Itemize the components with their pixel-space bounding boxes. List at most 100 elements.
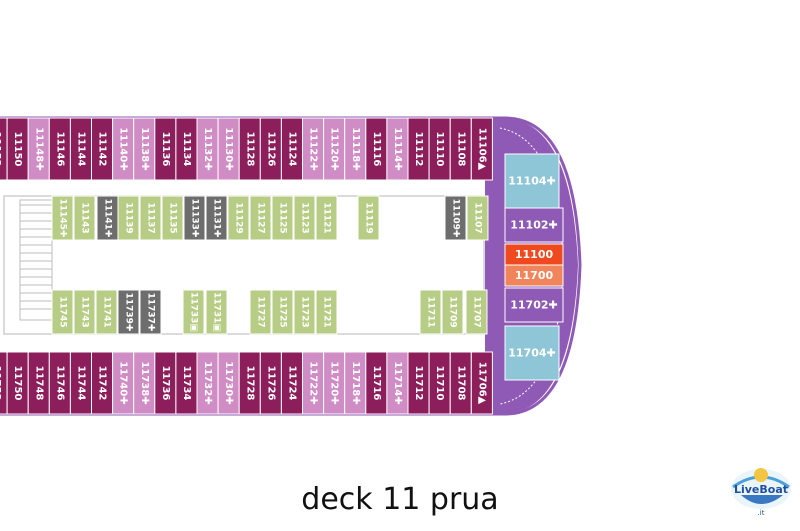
cabin-top-outer[interactable]: 11116: [365, 117, 388, 181]
cabin-bottom-outer[interactable]: 11732✚: [196, 351, 219, 415]
cabin-top-outer[interactable]: 11112: [407, 117, 430, 181]
cabin-top-inner[interactable]: 11109✚: [444, 195, 467, 241]
cabin-top-inner[interactable]: 11127: [249, 195, 272, 241]
cabin-top-outer[interactable]: 11118✚: [344, 117, 367, 181]
cabin-bottom-inner[interactable]: 11709: [441, 289, 464, 335]
cabin-bottom-outer[interactable]: 11742: [91, 351, 114, 415]
cabin-bottom-outer[interactable]: 11738✚: [133, 351, 156, 415]
cabin-top-inner[interactable]: 11145✚: [51, 195, 74, 241]
cabin-top-inner[interactable]: 11123: [293, 195, 316, 241]
cabin-number: 11733▣: [189, 292, 199, 332]
cabin-number: 11134: [181, 132, 192, 167]
cabin-top-outer[interactable]: 11152: [0, 117, 8, 181]
cabin-top-outer[interactable]: 11122✚: [302, 117, 325, 181]
cabin-number: 11146: [54, 132, 65, 167]
cabin-top-inner[interactable]: 11107: [466, 195, 489, 241]
cabin-bottom-inner[interactable]: 11723: [293, 289, 316, 335]
cabin-bottom-outer[interactable]: 11722✚: [302, 351, 325, 415]
cabin-number: 11743: [80, 296, 90, 327]
cabin-number: 11104✚: [508, 175, 556, 188]
cabin-bottom-inner[interactable]: 11727: [249, 289, 272, 335]
cabin-number: 11123: [300, 202, 310, 233]
cabin-bottom-outer[interactable]: 11720✚: [323, 351, 346, 415]
cabin-top-inner[interactable]: 11119: [357, 195, 380, 241]
cabin-top-outer[interactable]: 11130✚: [217, 117, 240, 181]
cabin-top-outer[interactable]: 11110: [428, 117, 451, 181]
cabin-top-outer[interactable]: 11144: [69, 117, 93, 181]
cabin-top-outer[interactable]: 11114✚: [386, 117, 409, 181]
cabin-bottom-inner[interactable]: 11721: [315, 289, 338, 335]
cabin-bottom-outer[interactable]: 11750: [6, 351, 29, 415]
cabin-bottom-inner[interactable]: 11737✚: [139, 289, 162, 335]
cabin-top-outer[interactable]: 11150: [6, 117, 29, 181]
cabin-block: [182, 289, 205, 335]
cabin-top-outer[interactable]: 11106▲: [470, 117, 493, 181]
cabin-top-outer[interactable]: 11146: [48, 117, 71, 181]
cabin-bottom-outer[interactable]: 11716: [365, 351, 388, 415]
cabin-number: 11135: [168, 202, 178, 233]
cabin-top-outer[interactable]: 11128: [238, 117, 261, 181]
cabin-top-inner[interactable]: 11131✚: [205, 195, 228, 241]
cabin-top-outer[interactable]: 11134: [175, 117, 198, 181]
cabin-top-inner[interactable]: 11137: [139, 195, 162, 241]
cabin-top-outer[interactable]: 11126: [259, 117, 282, 181]
cabin-bottom-outer[interactable]: 11714✚: [386, 351, 409, 415]
cabin-top-outer[interactable]: 11132✚: [196, 117, 219, 181]
cabin-bottom-outer[interactable]: 11734: [175, 351, 198, 415]
cabin-number: 11720✚: [329, 361, 340, 404]
cabin-bottom-outer[interactable]: 11712: [407, 351, 430, 415]
cabin-bottom-inner[interactable]: 11725: [271, 289, 294, 335]
cabin-bottom-inner[interactable]: 11743: [73, 289, 96, 335]
cabin-bottom-outer[interactable]: 11752: [0, 351, 8, 415]
cabin-bottom-outer[interactable]: 11706▲: [470, 351, 493, 415]
cabin-bottom-outer[interactable]: 11744: [69, 351, 93, 415]
cabin-bottom-outer[interactable]: 11726: [259, 351, 282, 415]
cabin-top-outer[interactable]: 11120✚: [323, 117, 346, 181]
cabin-bow[interactable]: 11104✚: [504, 153, 560, 209]
cabin-bow[interactable]: 11100: [504, 243, 564, 266]
cabin-top-outer[interactable]: 11140✚: [112, 117, 135, 181]
cabin-top-inner[interactable]: 11125: [271, 195, 294, 241]
cabin-bottom-inner[interactable]: 11745: [51, 289, 74, 335]
cabin-block: [293, 195, 316, 241]
cabin-top-inner[interactable]: 11133✚: [183, 195, 206, 241]
cabin-block: [161, 195, 184, 241]
cabin-bottom-outer[interactable]: 11748: [27, 351, 50, 415]
cabin-top-inner[interactable]: 11139: [117, 195, 140, 241]
cabin-top-inner[interactable]: 11135: [161, 195, 184, 241]
cabin-bottom-inner[interactable]: 11739✚: [117, 289, 140, 335]
cabin-top-inner[interactable]: 11121: [315, 195, 338, 241]
cabin-number: 11141✚: [103, 199, 113, 238]
cabin-bottom-inner[interactable]: 11733▣: [182, 289, 205, 335]
cabin-bottom-outer[interactable]: 11710: [428, 351, 451, 415]
cabin-top-outer[interactable]: 11142: [91, 117, 114, 181]
cabin-bow[interactable]: 11704✚: [504, 325, 560, 381]
cabin-top-outer[interactable]: 11148✚: [27, 117, 50, 181]
cabin-bow[interactable]: 11700: [504, 264, 564, 287]
cabin-top-outer[interactable]: 11138✚: [133, 117, 156, 181]
cabin-bottom-outer[interactable]: 11740✚: [112, 351, 135, 415]
cabin-top-outer[interactable]: 11108: [449, 117, 472, 181]
cabin-bottom-outer[interactable]: 11708: [449, 351, 472, 415]
cabin-top-inner[interactable]: 11129: [227, 195, 250, 241]
cabin-top-outer[interactable]: 11124: [280, 117, 303, 181]
cabin-top-inner[interactable]: 11143: [73, 195, 96, 241]
cabin-bottom-outer[interactable]: 11736: [154, 351, 177, 415]
cabin-number: 11139: [124, 202, 134, 233]
cabin-block: [504, 287, 564, 323]
cabin-top-inner[interactable]: 11141✚: [96, 195, 119, 241]
cabin-bottom-outer[interactable]: 11718✚: [344, 351, 367, 415]
cabin-bottom-outer[interactable]: 11724: [280, 351, 303, 415]
cabin-top-outer[interactable]: 11136: [154, 117, 177, 181]
cabin-bottom-inner[interactable]: 11741: [95, 289, 118, 335]
cabin-bottom-inner[interactable]: 11731▣: [205, 289, 228, 335]
cabin-bow[interactable]: 11702✚: [504, 287, 564, 323]
cabin-bottom-outer[interactable]: 11730✚: [217, 351, 240, 415]
cabin-number: 11120✚: [329, 127, 340, 170]
cabin-bottom-outer[interactable]: 11728: [238, 351, 261, 415]
cabin-bottom-inner[interactable]: 11711: [419, 289, 442, 335]
cabin-bottom-inner[interactable]: 11707: [465, 289, 488, 335]
cabin-bottom-outer[interactable]: 11746: [48, 351, 71, 415]
cabin-bow[interactable]: 11102✚: [504, 207, 564, 243]
